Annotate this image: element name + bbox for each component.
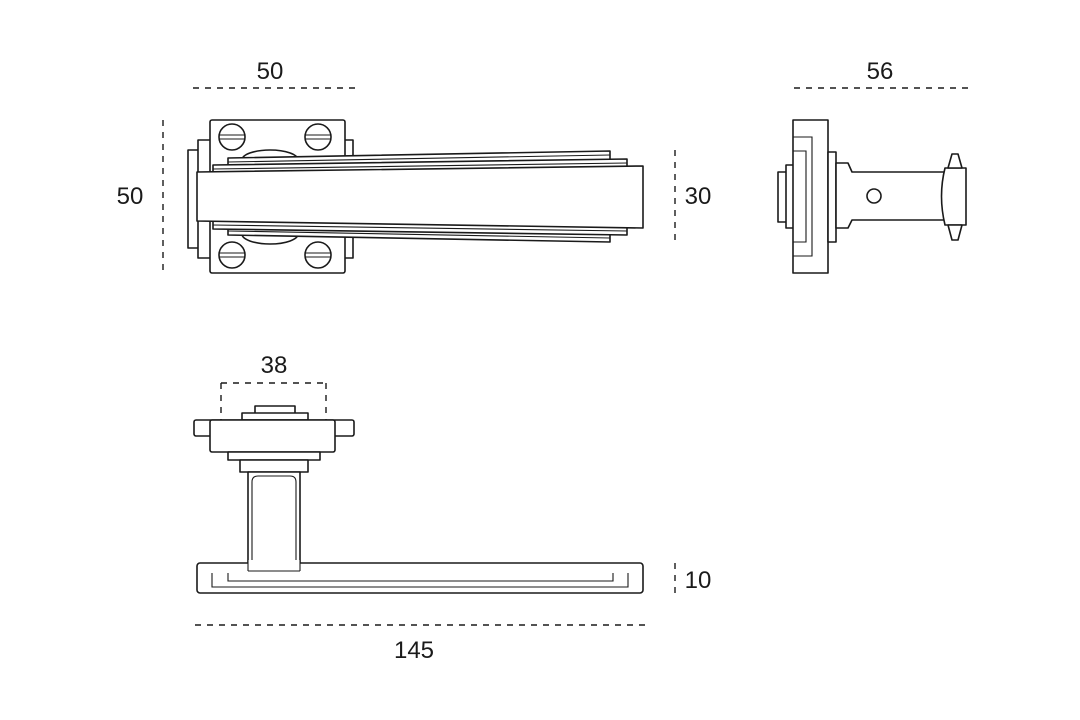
dim-front-height: 50 <box>117 183 144 210</box>
spindle-step <box>241 412 309 421</box>
lever-face <box>196 165 644 229</box>
screw-icon <box>218 241 246 269</box>
screw-icons <box>218 123 332 269</box>
screw-icon <box>218 123 246 151</box>
screw-icon <box>304 241 332 269</box>
neck-collar <box>239 459 309 473</box>
lever-bar-top <box>196 562 644 594</box>
front-view <box>187 119 644 274</box>
shank-joint-mask <box>248 560 300 571</box>
rose-body <box>209 419 336 453</box>
dim-lever-height: 30 <box>685 183 712 210</box>
screw-icon <box>304 123 332 151</box>
lever-shank-inner <box>251 475 297 571</box>
lever-neck <box>835 162 946 229</box>
lever-bar-groove <box>227 573 614 582</box>
grub-screw-hole-icon <box>866 188 882 204</box>
side-view <box>777 119 967 274</box>
dimensions: 50 50 30 56 38 10 145 <box>117 58 968 664</box>
collar-profile <box>827 151 837 243</box>
dim-lever-thickness: 10 <box>685 567 712 594</box>
lever-shank <box>247 471 301 572</box>
top-view <box>193 405 644 594</box>
rose-profile <box>792 119 829 274</box>
lever-groove <box>227 230 611 239</box>
lever-front <box>196 150 644 243</box>
dim-rose-diameter: 38 <box>261 352 288 379</box>
rose-profile-step <box>793 136 813 257</box>
cap-knob-bottom <box>947 224 963 241</box>
dim-front-width: 50 <box>257 58 284 85</box>
lever-end-cap <box>940 167 967 226</box>
lever-bar-groove <box>211 573 629 588</box>
lever-groove <box>212 224 628 232</box>
dim-length: 145 <box>394 637 434 664</box>
rose-profile-step <box>793 150 807 243</box>
lever-groove <box>212 162 628 170</box>
rose-underside <box>227 451 321 461</box>
cap-knob-top <box>947 153 963 169</box>
dim-side-depth: 56 <box>867 58 894 85</box>
lever-groove <box>227 154 611 163</box>
